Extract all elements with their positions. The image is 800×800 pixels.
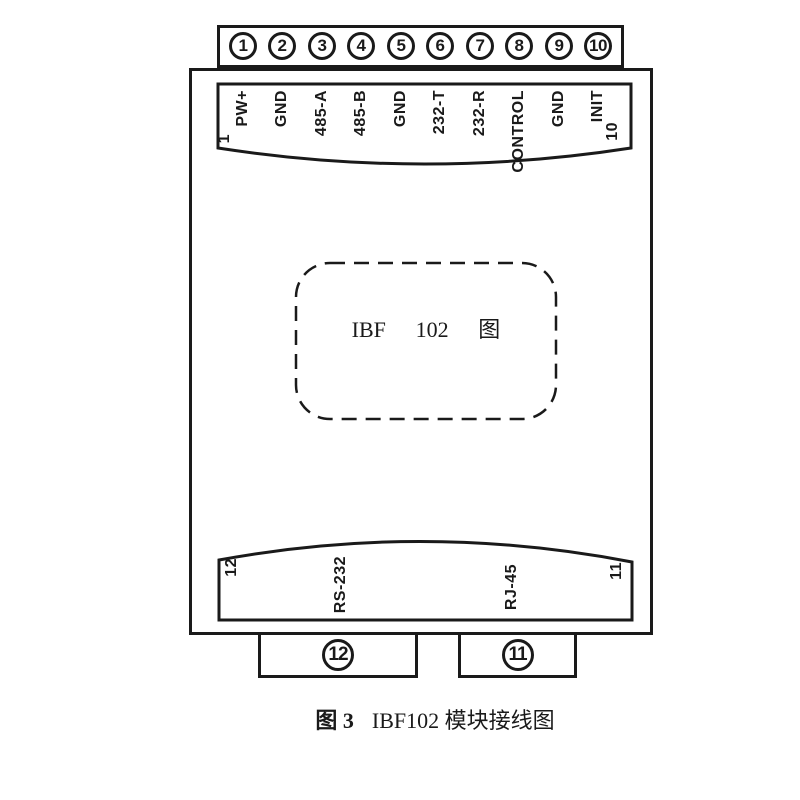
- terminal-number: 1: [229, 32, 257, 60]
- bottom-plate-left-index: 12: [223, 558, 240, 577]
- terminal-number: 2: [268, 32, 296, 60]
- terminal-number: 4: [347, 32, 375, 60]
- terminal-number: 9: [545, 32, 573, 60]
- connector-box-12: 12: [258, 632, 418, 678]
- terminal-number: 7: [466, 32, 494, 60]
- figure-caption: 图 3 IBF102 模块接线图: [245, 703, 625, 735]
- terminal-number: 3: [308, 32, 336, 60]
- connector-number: 11: [501, 639, 534, 671]
- pin-label: GND: [392, 90, 409, 128]
- pin-label: GND: [550, 90, 567, 128]
- pin-label: PW+: [234, 90, 251, 127]
- pin-label: 232-R: [471, 90, 488, 137]
- bottom-label-plate-shape: [217, 539, 634, 622]
- pin-label: 232-T: [431, 90, 448, 135]
- port-label-rj45: RJ-45: [503, 564, 520, 611]
- pin-label: 485-B: [352, 90, 369, 137]
- pin-label: CONTROL: [510, 90, 527, 173]
- figure-number: 图 3: [315, 708, 354, 733]
- terminal-strip: [217, 25, 624, 68]
- top-plate-left-index: 1: [216, 134, 233, 144]
- top-plate-right-index: 10: [604, 122, 621, 141]
- connector-box-11: 11: [458, 632, 577, 678]
- figure-title: IBF102 模块接线图: [371, 708, 555, 733]
- pin-label: 485-A: [313, 90, 330, 137]
- bottom-plate-right-index: 11: [608, 562, 625, 580]
- pin-label: GND: [273, 90, 290, 128]
- port-label-rs232: RS-232: [332, 556, 349, 614]
- terminal-number: 6: [426, 32, 454, 60]
- module-photo-placeholder-dashed-border: [294, 261, 558, 421]
- pin-label: INIT: [589, 90, 606, 123]
- module-model-label: IBF 102 图: [351, 317, 501, 342]
- connector-number: 12: [322, 639, 354, 671]
- module-body-outline: [189, 68, 653, 635]
- terminal-number: 8: [505, 32, 533, 60]
- terminal-number: 5: [387, 32, 415, 60]
- top-label-plate-shape: [216, 82, 633, 166]
- terminal-number: 10: [584, 32, 612, 60]
